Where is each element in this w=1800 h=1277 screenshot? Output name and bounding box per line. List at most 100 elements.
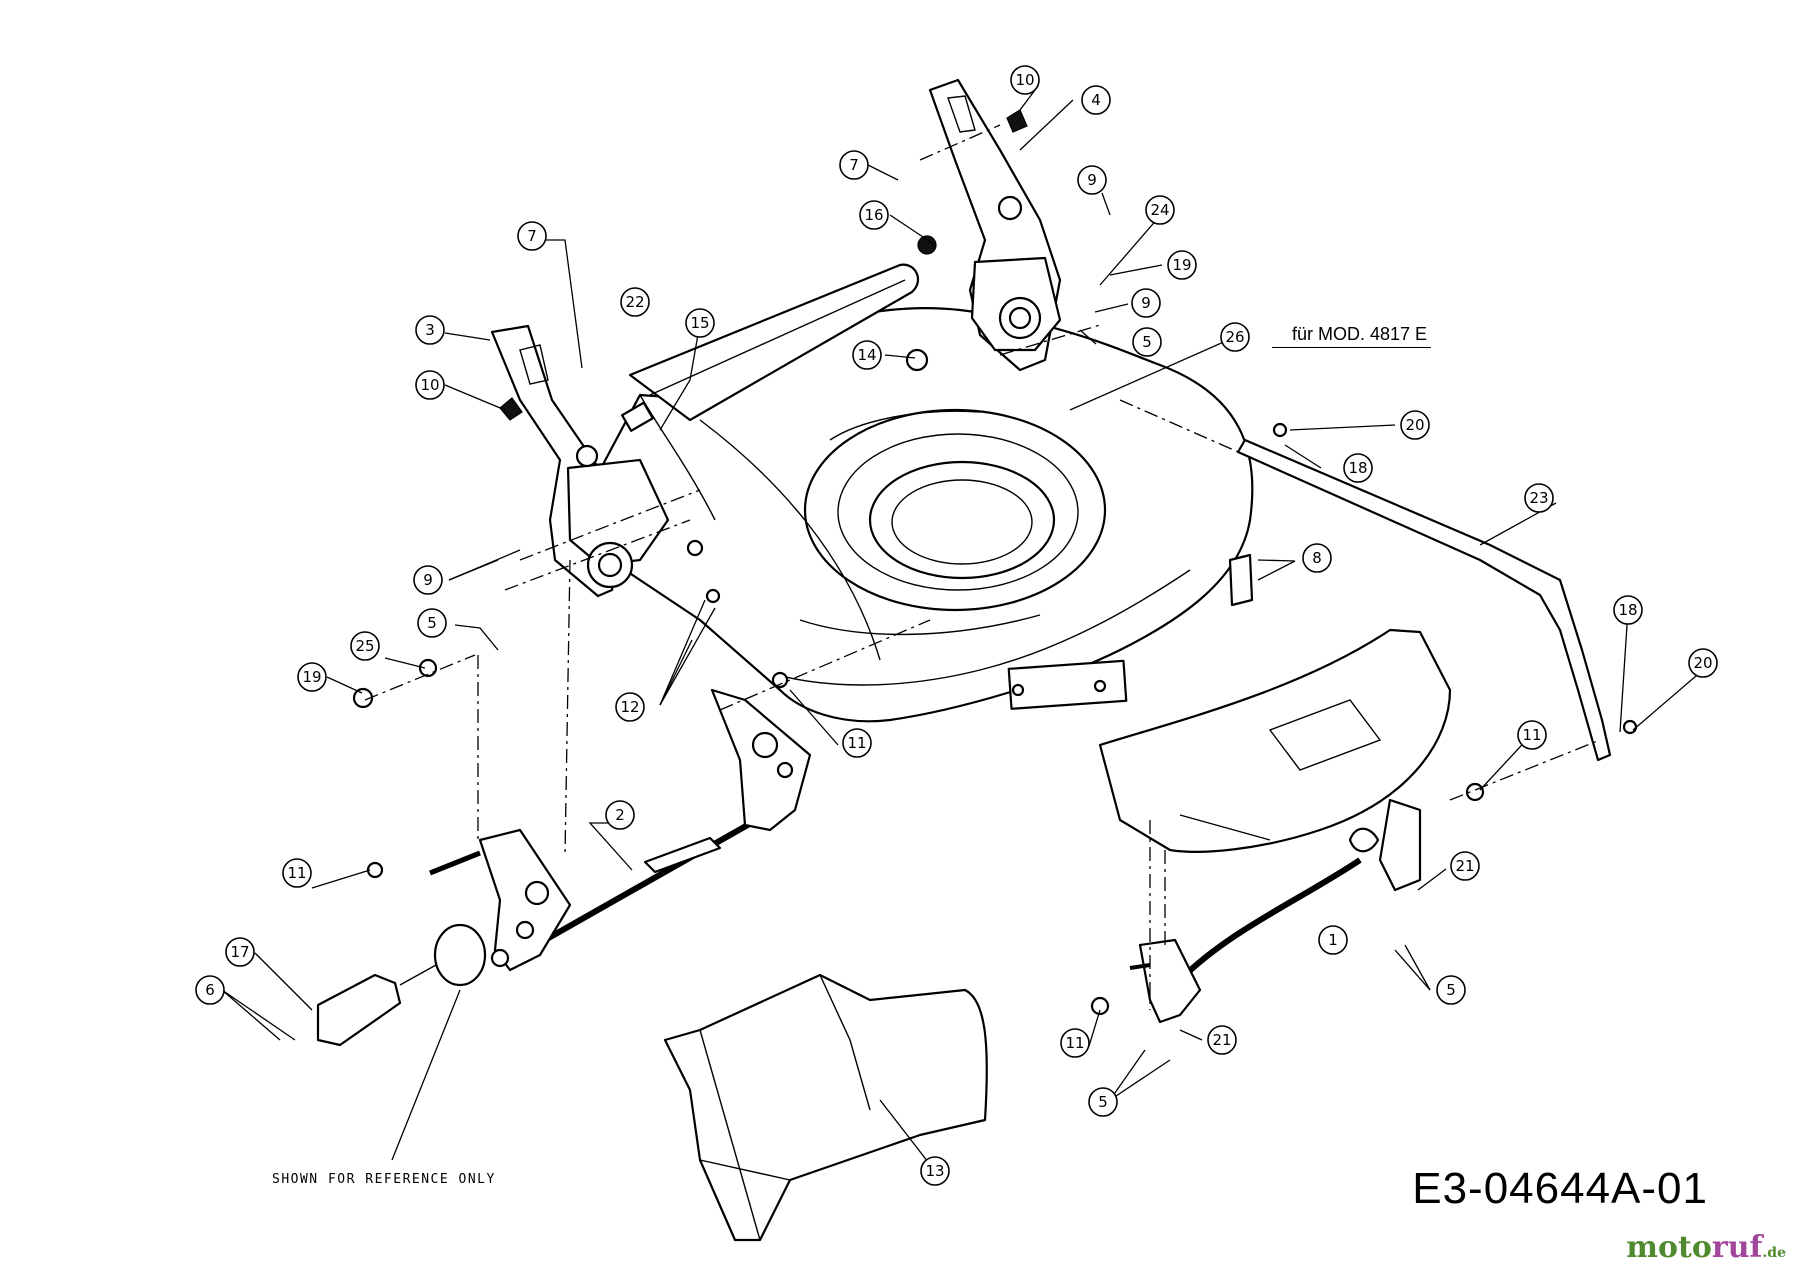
svg-text:21: 21 [1455, 857, 1474, 875]
link-rod [1236, 438, 1612, 762]
svg-text:16: 16 [864, 206, 883, 224]
callout-11c[interactable]: 11 [1517, 720, 1547, 750]
callout-20b[interactable]: 20 [1688, 648, 1718, 678]
callout-22[interactable]: 22 [620, 287, 650, 317]
height-adjuster-right [928, 78, 1062, 372]
callout-7a[interactable]: 7 [517, 221, 547, 251]
svg-text:10: 10 [1015, 71, 1034, 89]
svg-text:6: 6 [205, 981, 215, 999]
hardware [352, 109, 1638, 1016]
svg-text:9: 9 [1141, 294, 1151, 312]
svg-text:2: 2 [615, 806, 625, 824]
callout-6[interactable]: 6 [195, 975, 225, 1005]
svg-text:10: 10 [420, 376, 439, 394]
callout-10b[interactable]: 10 [415, 370, 445, 400]
svg-text:9: 9 [1087, 171, 1097, 189]
svg-text:12: 12 [620, 698, 639, 716]
svg-text:11: 11 [287, 864, 306, 882]
svg-text:13: 13 [925, 1162, 944, 1180]
callout-26[interactable]: 26 [1220, 322, 1250, 352]
svg-text:18: 18 [1618, 601, 1637, 619]
svg-text:20: 20 [1405, 416, 1424, 434]
callout-12[interactable]: 12 [615, 692, 645, 722]
svg-text:5: 5 [1098, 1093, 1108, 1111]
callout-19b[interactable]: 19 [297, 662, 327, 692]
rear-axle-tube [628, 263, 919, 422]
svg-text:11: 11 [847, 734, 866, 752]
callout-20a[interactable]: 20 [1400, 410, 1430, 440]
callout-23[interactable]: 23 [1524, 483, 1554, 513]
callout-16[interactable]: 16 [859, 200, 889, 230]
svg-text:7: 7 [527, 227, 537, 245]
svg-text:5: 5 [1142, 333, 1152, 351]
watermark-part2: ruf [1711, 1230, 1763, 1265]
callout-15[interactable]: 15 [685, 308, 715, 338]
svg-text:22: 22 [625, 293, 644, 311]
svg-text:9: 9 [423, 571, 433, 589]
svg-text:18: 18 [1348, 459, 1367, 477]
front-axle [1129, 798, 1422, 1024]
reference-note: SHOWN FOR REFERENCE ONLY [272, 1172, 496, 1187]
svg-text:11: 11 [1522, 726, 1541, 744]
svg-text:5: 5 [427, 614, 437, 632]
callout-17[interactable]: 17 [225, 937, 255, 967]
callout-1[interactable]: 1 [1318, 925, 1348, 955]
callout-18a[interactable]: 18 [1343, 453, 1373, 483]
callout-7b[interactable]: 7 [839, 150, 869, 180]
drawing-id: E3-04644A-01 [1412, 1164, 1708, 1213]
svg-text:17: 17 [230, 943, 249, 961]
callout-9b[interactable]: 9 [1077, 165, 1107, 195]
svg-text:15: 15 [690, 314, 709, 332]
watermark: motoruf.de [1626, 1230, 1786, 1265]
callout-9c[interactable]: 9 [1131, 288, 1161, 318]
callout-10a[interactable]: 10 [1010, 65, 1040, 95]
callout-2[interactable]: 2 [605, 800, 635, 830]
callout-19a[interactable]: 19 [1167, 250, 1197, 280]
svg-text:19: 19 [1172, 256, 1191, 274]
svg-text:14: 14 [857, 346, 876, 364]
svg-text:7: 7 [849, 156, 859, 174]
svg-text:4: 4 [1091, 91, 1101, 109]
callout-5c[interactable]: 5 [1088, 1087, 1118, 1117]
callout-11b[interactable]: 11 [842, 728, 872, 758]
callout-4[interactable]: 4 [1081, 85, 1111, 115]
callout-25[interactable]: 25 [350, 631, 380, 661]
svg-text:5: 5 [1446, 981, 1456, 999]
svg-text:8: 8 [1312, 549, 1322, 567]
rear-axle [429, 688, 812, 972]
front-cover [1098, 628, 1452, 853]
callout-3[interactable]: 3 [415, 315, 445, 345]
callout-5b[interactable]: 5 [1132, 327, 1162, 357]
callout-24[interactable]: 24 [1145, 195, 1175, 225]
svg-text:23: 23 [1529, 489, 1548, 507]
svg-text:20: 20 [1693, 654, 1712, 672]
svg-text:19: 19 [302, 668, 321, 686]
watermark-suffix: .de [1762, 1245, 1786, 1261]
callout-18b[interactable]: 18 [1613, 595, 1643, 625]
svg-text:21: 21 [1212, 1031, 1231, 1049]
callout-8[interactable]: 8 [1302, 543, 1332, 573]
callout-14[interactable]: 14 [852, 340, 882, 370]
callout-21b[interactable]: 21 [1207, 1025, 1237, 1055]
svg-text:25: 25 [355, 637, 374, 655]
svg-text:3: 3 [425, 321, 435, 339]
callout-13[interactable]: 13 [920, 1156, 950, 1186]
svg-text:26: 26 [1225, 328, 1244, 346]
watermark-part1: moto [1626, 1230, 1712, 1265]
callout-9a[interactable]: 9 [413, 565, 443, 595]
svg-text:1: 1 [1328, 931, 1338, 949]
assembly-lines [364, 124, 1601, 1010]
callout-21a[interactable]: 21 [1450, 851, 1480, 881]
callout-bubbles: 1 2 3 4 5 5 5 5 5 6 7 7 8 9 9 9 10 10 11… [195, 65, 1718, 1186]
wheel-adapter [316, 923, 487, 1047]
leader-lines [221, 85, 1704, 1172]
svg-text:24: 24 [1150, 201, 1169, 219]
callout-5a[interactable]: 5 [417, 608, 447, 638]
callout-11d[interactable]: 11 [1060, 1028, 1090, 1058]
height-adjuster-left [490, 324, 670, 598]
svg-text:11: 11 [1065, 1034, 1084, 1052]
rear-flap [663, 973, 988, 1242]
callout-5d[interactable]: 5 [1436, 975, 1466, 1005]
callout-11a[interactable]: 11 [282, 858, 312, 888]
